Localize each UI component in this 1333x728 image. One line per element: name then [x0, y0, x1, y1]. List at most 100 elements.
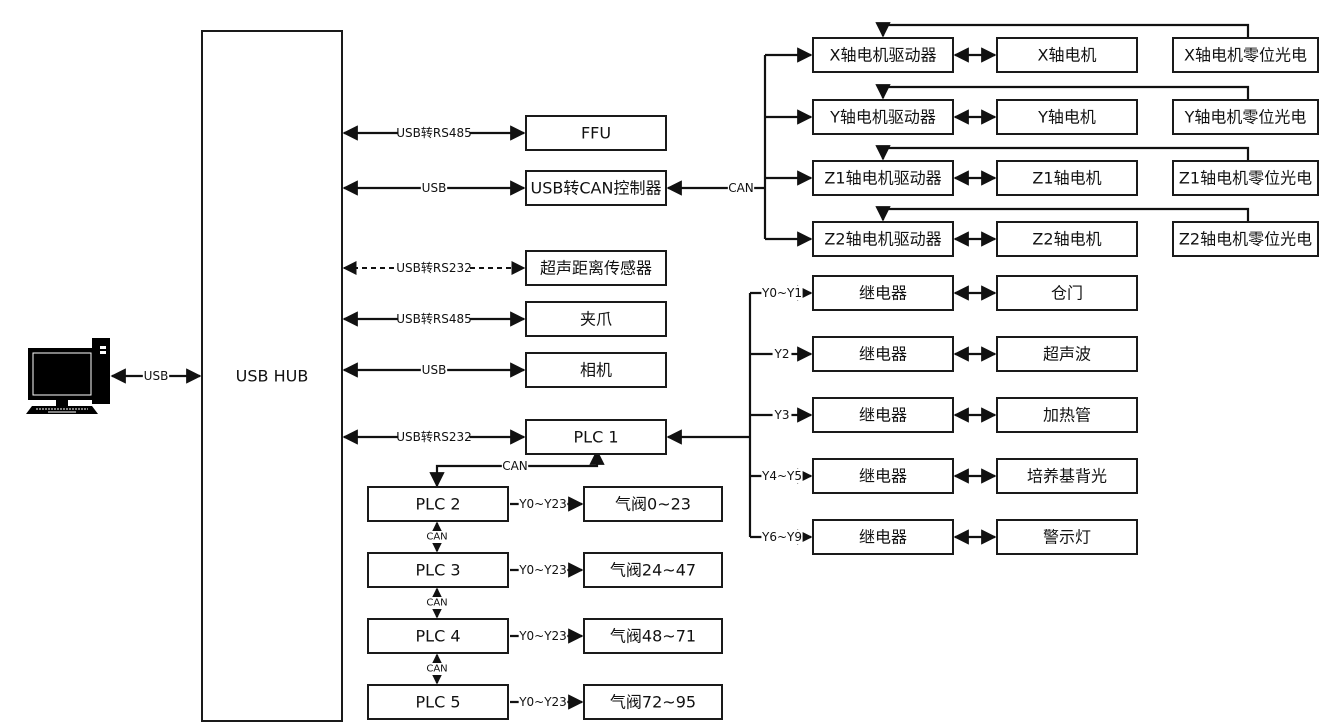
plc-box-2-frame: [367, 486, 509, 522]
valve-group-0-label: 气阀0~23: [615, 495, 691, 514]
device-camera-frame: [525, 352, 667, 388]
relay-box-3: 继电器: [812, 458, 954, 494]
relay-device-0-frame: [996, 275, 1138, 311]
axis-motor-3-label: Z2轴电机: [1032, 230, 1101, 249]
hub-link-label-ultrasonic-sensor: USB转RS232: [396, 260, 472, 275]
axis-zero-sensor-2-label: Z1轴电机零位光电: [1179, 169, 1312, 188]
sensor-feedback-line: [875, 145, 1250, 161]
sensor-feedback-line: [875, 84, 1250, 100]
axis-zero-sensor-2: Z1轴电机零位光电: [1172, 160, 1319, 196]
relay-port-label-bg: [772, 408, 792, 422]
can-bus-label: CAN: [728, 181, 754, 195]
hub-link-label-ffu-bg: [398, 126, 470, 140]
relay-device-4-frame: [996, 519, 1138, 555]
plc-port-label-bg: [518, 629, 568, 643]
valve-group-3-label: 气阀72~95: [610, 693, 696, 712]
relay-box-0: 继电器: [812, 275, 954, 311]
plc-box-4: PLC 4: [367, 618, 509, 654]
valve-group-2-label: 气阀48~71: [610, 627, 696, 646]
relay-box-1: 继电器: [812, 336, 954, 372]
device-plc1-label: PLC 1: [574, 428, 619, 447]
axis-zero-sensor-0-frame: [1172, 37, 1319, 73]
relay-port-label-bg: [761, 530, 803, 544]
axis-driver-3-label: Z2轴电机驱动器: [824, 230, 941, 249]
plc-chain-can-label-bg: [425, 531, 449, 543]
relay-box-1-label: 继电器: [859, 345, 907, 364]
relay-port-label: Y2: [774, 347, 790, 361]
relay-box-0-label: 继电器: [859, 284, 907, 303]
relay-box-2: 继电器: [812, 397, 954, 433]
device-gripper-label: 夹爪: [580, 310, 612, 329]
relay-box-3-label: 继电器: [859, 467, 907, 486]
axis-motor-0: X轴电机: [996, 37, 1138, 73]
axis-zero-sensor-0: X轴电机零位光电: [1172, 37, 1319, 73]
usb-hub-box-label: USB HUB: [236, 367, 309, 386]
valve-group-2: 气阀48~71: [583, 618, 723, 654]
relay-box-0-frame: [812, 275, 954, 311]
plc-box-4-frame: [367, 618, 509, 654]
hub-link-label-usb-can: USB: [422, 181, 447, 195]
axis-motor-1-frame: [996, 99, 1138, 135]
plc-port-label-bg: [518, 497, 568, 511]
plc-port-label-bg: [518, 563, 568, 577]
axis-driver-1-frame: [812, 99, 954, 135]
valve-group-3-frame: [583, 684, 723, 720]
device-usb-can-frame: [525, 170, 667, 206]
usb-hub-box: USB HUB: [201, 30, 343, 722]
plc-chain-can-label: CAN: [426, 532, 447, 543]
relay-device-2-label: 加热管: [1043, 406, 1091, 425]
axis-driver-2: Z1轴电机驱动器: [812, 160, 954, 196]
hub-link-label-gripper-bg: [398, 312, 470, 326]
axis-driver-0-frame: [812, 37, 954, 73]
device-plc1-frame: [525, 419, 667, 455]
relay-box-2-label: 继电器: [859, 406, 907, 425]
valve-group-1-label: 气阀24~47: [610, 561, 696, 580]
plc-box-3-label: PLC 3: [416, 561, 461, 580]
relay-device-1: 超声波: [996, 336, 1138, 372]
hub-link-label-camera: USB: [422, 363, 447, 377]
relay-box-1-frame: [812, 336, 954, 372]
axis-motor-2: Z1轴电机: [996, 160, 1138, 196]
axis-driver-2-frame: [812, 160, 954, 196]
relay-port-label-bg: [761, 286, 803, 300]
hub-link-label-usb-can-bg: [420, 181, 448, 195]
axis-driver-0: X轴电机驱动器: [812, 37, 954, 73]
device-ultrasonic-sensor-frame: [525, 250, 667, 286]
relay-port-label: Y6~Y9: [761, 530, 802, 544]
hub-link-label-camera-bg: [420, 363, 448, 377]
computer-link-label-bg: [142, 369, 170, 383]
device-usb-can-label: USB转CAN控制器: [531, 179, 662, 198]
relay-device-3: 培养基背光: [996, 458, 1138, 494]
relay-device-3-label: 培养基背光: [1027, 467, 1107, 486]
plc-box-3-frame: [367, 552, 509, 588]
relay-device-0: 仓门: [996, 275, 1138, 311]
axis-zero-sensor-3-label: Z2轴电机零位光电: [1179, 230, 1312, 249]
plc-box-5-label: PLC 5: [416, 693, 461, 712]
relay-device-1-label: 超声波: [1043, 345, 1091, 364]
plc-port-label: Y0~Y23: [518, 497, 567, 511]
relay-box-4-label: 继电器: [859, 528, 907, 547]
plc-box-2-label: PLC 2: [416, 495, 461, 514]
axis-driver-0-label: X轴电机驱动器: [830, 46, 937, 65]
plc-box-2: PLC 2: [367, 486, 509, 522]
device-ffu-label: FFU: [581, 124, 611, 143]
plc-box-5: PLC 5: [367, 684, 509, 720]
hub-link-label-plc1-bg: [398, 430, 470, 444]
usb-hub-box-frame: [201, 30, 343, 722]
axis-driver-2-label: Z1轴电机驱动器: [824, 169, 941, 188]
axis-driver-3: Z2轴电机驱动器: [812, 221, 954, 257]
device-ultrasonic-sensor-label: 超声距离传感器: [540, 259, 652, 278]
desktop-computer-icon: [26, 338, 110, 414]
hub-link-label-ffu: USB转RS485: [396, 125, 472, 140]
axis-zero-sensor-0-label: X轴电机零位光电: [1184, 46, 1307, 65]
axis-zero-sensor-1-frame: [1172, 99, 1319, 135]
axis-driver-1: Y轴电机驱动器: [812, 99, 954, 135]
plc-chain-can-label: CAN: [426, 664, 447, 675]
valve-group-1-frame: [583, 552, 723, 588]
valve-group-0-frame: [583, 486, 723, 522]
device-camera-label: 相机: [580, 361, 612, 380]
relay-device-2-frame: [996, 397, 1138, 433]
axis-driver-3-frame: [812, 221, 954, 257]
axis-motor-3: Z2轴电机: [996, 221, 1138, 257]
